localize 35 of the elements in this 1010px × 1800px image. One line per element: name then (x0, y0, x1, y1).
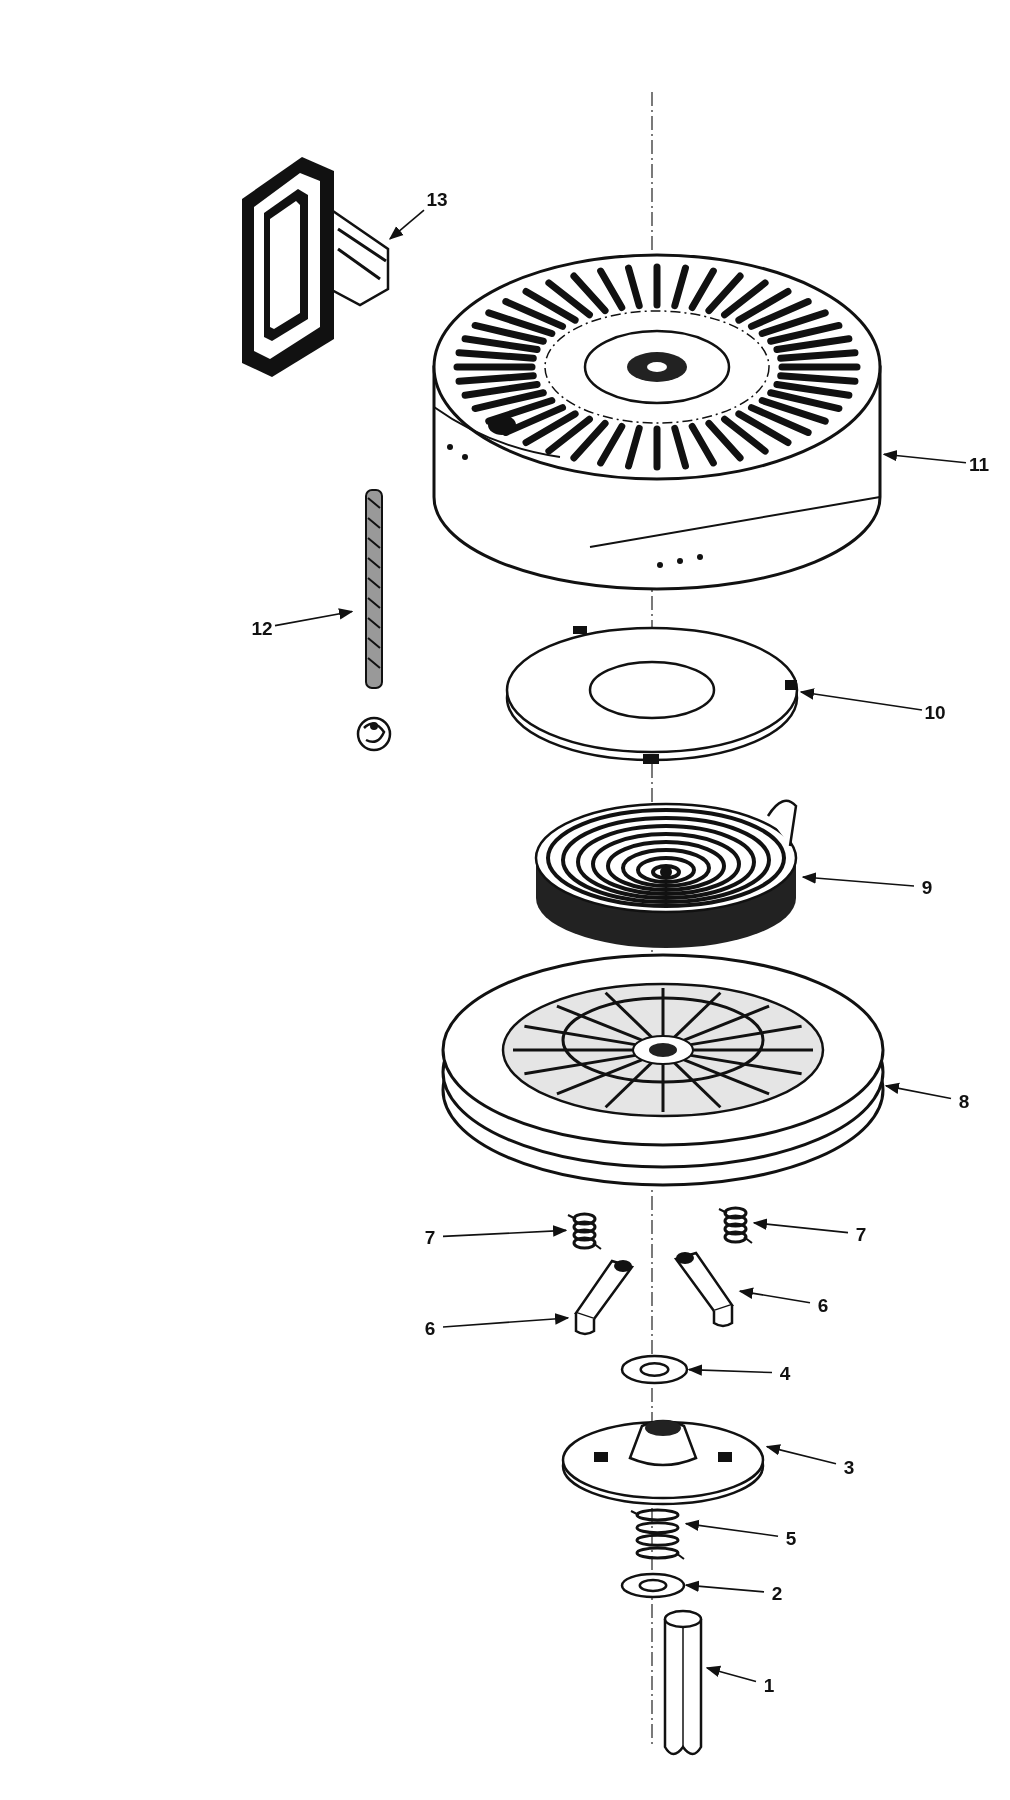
coil-spring-drawing (717, 1205, 754, 1245)
leader-line (684, 1519, 779, 1537)
callout-number: 10 (924, 702, 946, 722)
leader-line (442, 1225, 568, 1238)
leader-line (388, 209, 425, 240)
callout-number: 6 (817, 1295, 829, 1315)
callout-number: 1 (763, 1675, 775, 1695)
leader-line (442, 1313, 570, 1328)
leader-line (274, 608, 354, 627)
callout-number: 3 (843, 1457, 855, 1477)
callout-number: 4 (779, 1363, 791, 1383)
leader-line (687, 1364, 773, 1376)
coil-spring-drawing (629, 1507, 686, 1561)
callout-number: 6 (424, 1318, 436, 1338)
callout-number: 5 (785, 1528, 797, 1548)
leader-line (799, 688, 923, 711)
leader-line (882, 449, 967, 464)
callout-number: 2 (771, 1583, 783, 1603)
callout-number: 12 (251, 618, 273, 638)
leader-line (738, 1287, 811, 1304)
washer-drawing (620, 1354, 689, 1385)
callout-number: 9 (921, 877, 933, 897)
callout-number: 7 (855, 1224, 867, 1244)
callout-number: 7 (424, 1227, 436, 1247)
coil-spring-drawing (566, 1211, 603, 1251)
leader-line (705, 1665, 757, 1683)
callout-number: 13 (426, 189, 448, 209)
leader-line (684, 1580, 765, 1593)
callout-number: 8 (958, 1091, 970, 1111)
leader-line (801, 872, 915, 887)
leader-line (884, 1082, 952, 1100)
leader-line (765, 1444, 837, 1465)
callout-number: 11 (968, 454, 990, 474)
leader-line (752, 1218, 849, 1234)
washer-drawing (620, 1572, 686, 1599)
